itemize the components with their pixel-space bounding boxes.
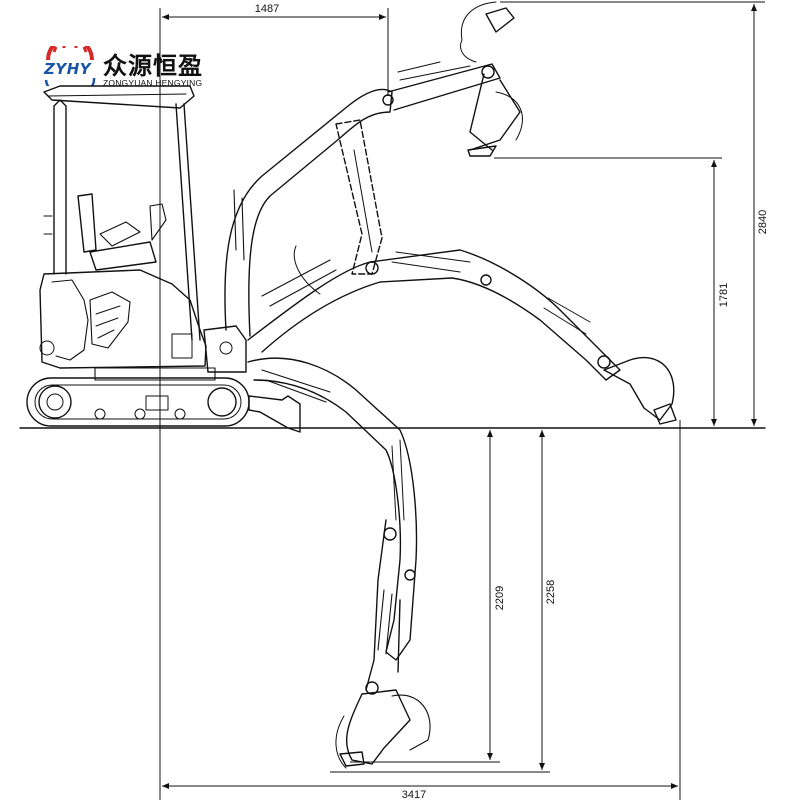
dimension-lines xyxy=(159,1,765,800)
boom-lower-pin xyxy=(383,527,397,541)
arm-lower xyxy=(365,519,401,691)
label-max-dig-depth: 2258 xyxy=(545,580,557,604)
logo-abbreviation: ZYHY xyxy=(44,60,92,78)
excavator-body xyxy=(26,85,301,433)
bucket-swing-arc xyxy=(460,1,497,63)
vent-panel xyxy=(89,291,131,349)
engine-housing xyxy=(39,269,207,369)
sprocket-hub xyxy=(46,393,64,411)
track-plate xyxy=(145,395,169,411)
boom-lower-cylinder xyxy=(261,369,331,403)
canopy-rear-post xyxy=(53,99,67,275)
logo-name-cn: 众源恒盈 xyxy=(103,52,203,80)
joystick-console xyxy=(99,221,141,247)
boom-mid-pin xyxy=(365,261,379,275)
mid-arc xyxy=(293,245,321,295)
boom-mid-dashed xyxy=(335,119,383,275)
bucket-teeth-upper xyxy=(467,145,497,157)
bucket-upper xyxy=(469,73,521,151)
track-roller xyxy=(94,408,106,420)
label-bottom-reach: 3417 xyxy=(402,789,426,800)
bucket-lower-back xyxy=(391,694,431,751)
bucket-mid-cylinder xyxy=(543,297,591,335)
bucket-teeth-mid xyxy=(653,403,677,425)
seat-cushion xyxy=(89,241,157,271)
arm-bucket-pin xyxy=(481,65,495,79)
arm-mid-cylinder xyxy=(391,251,471,273)
canopy-brackets xyxy=(43,215,53,235)
tail-light xyxy=(39,340,55,356)
swing-base xyxy=(94,367,216,381)
dozer-blade xyxy=(248,395,301,433)
bucket-upper-curled xyxy=(485,7,515,33)
track-roller xyxy=(134,408,146,420)
bucket-arc-upper xyxy=(495,91,523,141)
boom-upper xyxy=(224,88,393,337)
label-max-height: 2840 xyxy=(757,210,769,234)
mid-link-pin xyxy=(480,274,492,286)
boom-lower-position xyxy=(247,357,431,769)
boom-lower xyxy=(247,357,418,661)
label-dig-depth: 2209 xyxy=(494,586,506,610)
arm-cylinder-upper xyxy=(397,61,471,81)
bucket-mid xyxy=(603,356,675,421)
logo-name-en: ZONGYUAN HENGYING xyxy=(103,78,203,88)
canopy-roof-edge xyxy=(47,93,187,97)
mid-bucket-pin xyxy=(597,355,611,369)
step xyxy=(171,333,193,359)
bucket-teeth-lower xyxy=(339,751,365,767)
lower-link-pin xyxy=(404,569,416,581)
label-dump-height: 1781 xyxy=(718,283,730,307)
boom-mid-hydraulics xyxy=(261,259,337,307)
label-top-width: 1487 xyxy=(255,3,279,15)
boom-upper-position xyxy=(224,1,523,337)
lower-bucket-pin xyxy=(365,681,379,695)
brand-logo: ZYHY 众源恒盈 ZONGYUAN HENGYING xyxy=(40,36,240,99)
canopy-front-post xyxy=(175,103,201,341)
boom-mid xyxy=(247,249,621,381)
vent-slats xyxy=(95,305,121,339)
bucket-lower-arc xyxy=(335,715,347,769)
housing-panel xyxy=(51,279,89,361)
control-lever xyxy=(149,203,167,241)
boom-mid-cylinder xyxy=(353,149,373,253)
canopy-roof xyxy=(43,85,195,109)
arm-upper xyxy=(387,63,501,111)
boom-cylinder-upper xyxy=(233,189,245,261)
arm-lower-reinforcement xyxy=(391,439,405,521)
idler-wheel xyxy=(207,387,237,417)
bucket-lower xyxy=(345,689,411,765)
drive-sprocket xyxy=(38,385,72,419)
arm-lower-cylinder xyxy=(377,589,393,655)
boom-middle-position xyxy=(247,119,677,425)
track-roller xyxy=(174,408,186,420)
swing-bracket xyxy=(203,325,247,373)
swing-pivot xyxy=(219,341,233,355)
seat-back xyxy=(77,193,97,253)
